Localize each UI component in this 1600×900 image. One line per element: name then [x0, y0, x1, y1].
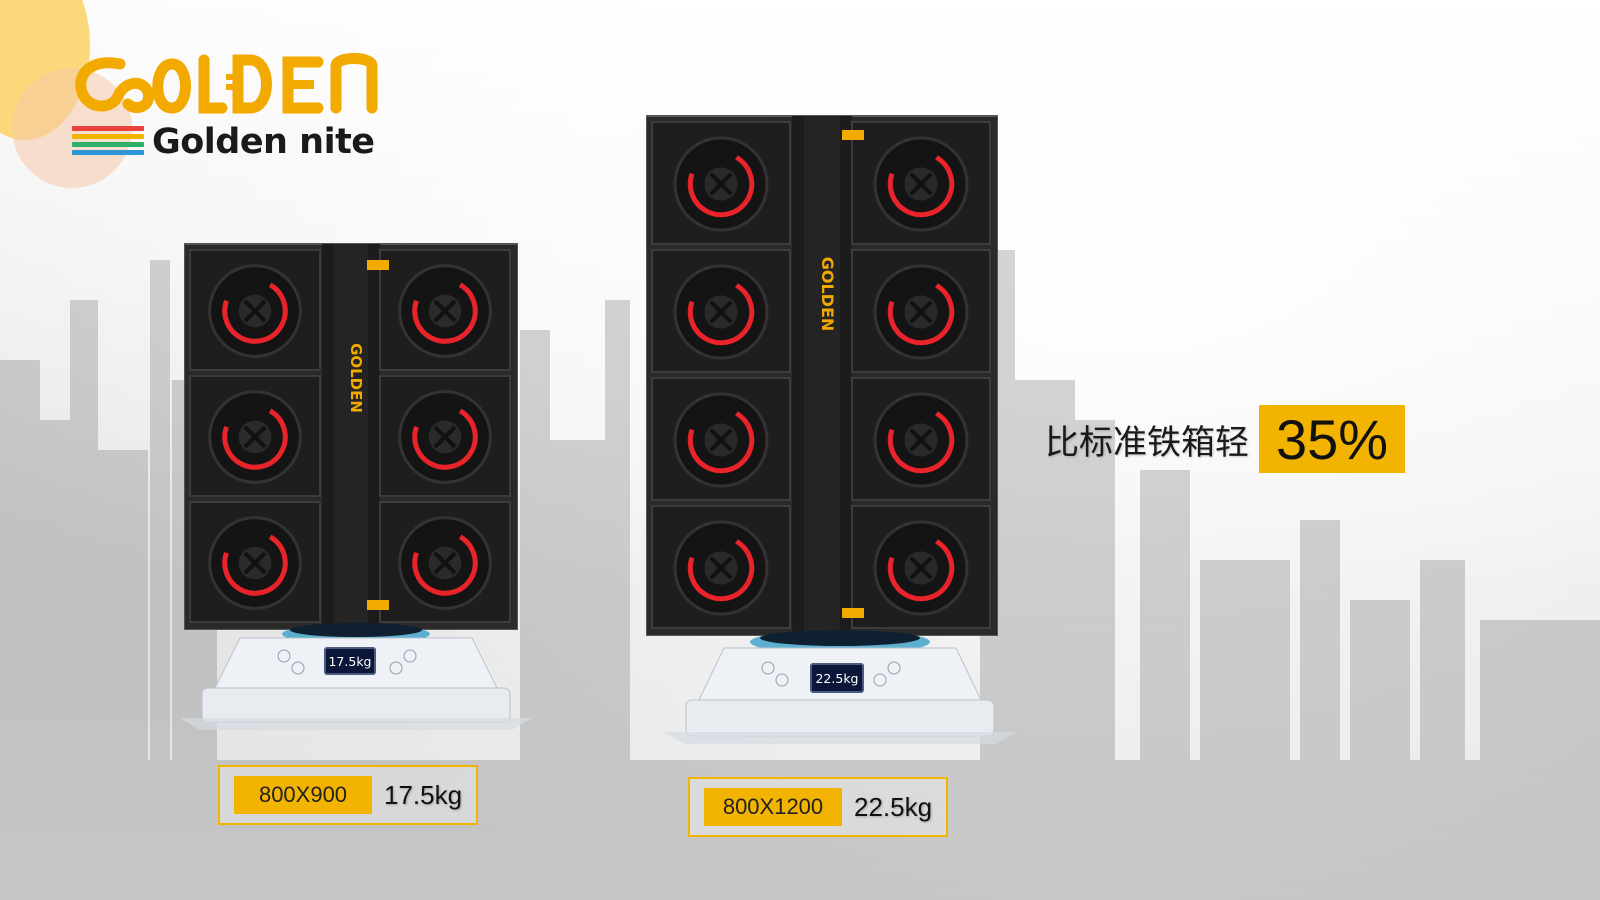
- cabinet-logo-text: GOLDEN: [347, 343, 365, 413]
- fan-module: [379, 375, 511, 497]
- weighing-scale-1: 17.5kg: [180, 620, 532, 743]
- led-cabinet-800x1200: GOLDEN: [646, 108, 998, 636]
- brand-logo: Golden nite: [70, 52, 390, 172]
- fan-module: [189, 501, 321, 623]
- fan-module: [189, 249, 321, 371]
- fan-module: [651, 505, 791, 629]
- weight-claim: 比标准铁箱轻 35%: [1045, 405, 1405, 473]
- fan-module: [851, 249, 991, 373]
- led-cabinet-800x900: GOLDEN: [184, 238, 518, 630]
- cabinet-graphic: GOLDEN: [184, 243, 518, 630]
- fan-module: [379, 501, 511, 623]
- logo-color-stripes: [72, 126, 144, 156]
- spec-weight: 22.5kg: [854, 791, 933, 822]
- claim-text: 比标准铁箱轻: [1045, 422, 1249, 463]
- golden-wordmark-logo: [75, 53, 378, 114]
- fan-module: [379, 249, 511, 371]
- fan-module: [651, 377, 791, 501]
- fan-module: [651, 121, 791, 245]
- cabinet-graphic: GOLDEN: [646, 115, 998, 636]
- spec-weight: 17.5kg: [384, 779, 463, 810]
- spec-size: 800X900: [234, 776, 372, 814]
- scale-display-reading: 17.5kg: [324, 647, 376, 675]
- spec-label-800x900: 800X900 17.5kg: [218, 765, 478, 825]
- fan-module: [851, 505, 991, 629]
- claim-percent-badge: 35%: [1259, 405, 1405, 473]
- fan-module: [851, 121, 991, 245]
- fan-module: [851, 377, 991, 501]
- fan-module: [651, 249, 791, 373]
- spec-size: 800X1200: [704, 788, 842, 826]
- scale-display-reading: 22.5kg: [810, 663, 864, 693]
- cabinet-logo-text: GOLDEN: [818, 257, 837, 332]
- weighing-scale-2: 22.5kg: [664, 628, 1016, 757]
- fan-module: [189, 375, 321, 497]
- brand-subtitle: Golden nite: [152, 122, 375, 162]
- spec-label-800x1200: 800X1200 22.5kg: [688, 777, 948, 837]
